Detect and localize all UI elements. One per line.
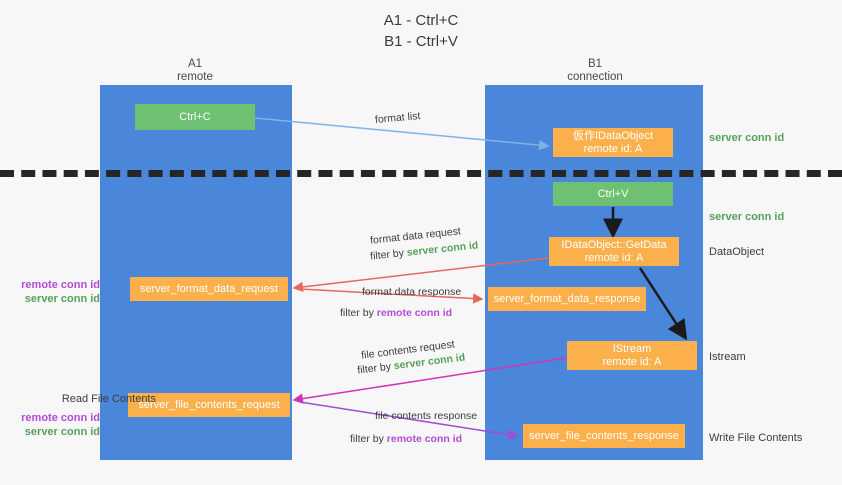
filter-prefix: filter by bbox=[369, 246, 408, 263]
horizontal-dashed-divider bbox=[0, 170, 842, 177]
column-header-a1: A1 remote bbox=[177, 58, 213, 83]
flow-label-file-contents-response: file contents response bbox=[375, 410, 478, 422]
box-ctrl-c[interactable]: Ctrl+C bbox=[135, 104, 255, 130]
label-istream: Istream bbox=[709, 351, 746, 363]
flow-label-format-data-response: format data response bbox=[362, 286, 462, 298]
box-server-file-contents-response[interactable]: server_file_contents_response bbox=[523, 424, 685, 448]
flow-label-file-contents-response-filter: filter by remote conn id bbox=[350, 432, 462, 447]
label-remote-conn-id-lower: remote conn id bbox=[21, 412, 100, 424]
column-header-b1: B1 connection bbox=[567, 58, 623, 83]
box-istream[interactable]: IStream remote id: A bbox=[567, 341, 697, 370]
filter-value-remote-conn-id: remote conn id bbox=[376, 307, 453, 319]
box-idataobject[interactable]: 仮作IDataObject remote id: A bbox=[553, 128, 673, 157]
label-server-conn-id-top: server conn id bbox=[709, 132, 785, 144]
label-read-file-contents: Read File Contents bbox=[61, 393, 156, 405]
box-ctrl-v[interactable]: Ctrl+V bbox=[553, 182, 673, 206]
box-server-format-data-request[interactable]: server_format_data_request bbox=[130, 277, 288, 301]
label-conn-ids-lower: remote conn id server conn id bbox=[8, 411, 100, 439]
label-server-conn-id-lower: server conn id bbox=[24, 426, 100, 438]
label-remote-conn-id-upper: remote conn id bbox=[21, 279, 100, 291]
box-server-file-contents-request[interactable]: server_file_contents_request bbox=[128, 393, 290, 417]
filter-value-remote-conn-id: remote conn id bbox=[386, 433, 463, 445]
flow-label-format-list: format list bbox=[374, 110, 421, 126]
label-server-conn-id-upper: server conn id bbox=[24, 293, 100, 305]
box-idataobject-getdata[interactable]: IDataObject::GetData remote id: A bbox=[549, 237, 679, 266]
box-server-format-data-response[interactable]: server_format_data_response bbox=[488, 287, 646, 311]
label-dataobject: DataObject bbox=[709, 246, 765, 258]
filter-prefix: filter by bbox=[356, 360, 395, 377]
label-server-conn-id-mid: server conn id bbox=[709, 211, 785, 223]
page-title: A1 - Ctrl+C B1 - Ctrl+V bbox=[383, 12, 459, 50]
label-conn-ids-upper: remote conn id server conn id bbox=[8, 278, 100, 306]
label-write-file-contents: Write File Contents bbox=[709, 432, 803, 444]
flow-label-format-data-response-filter: filter by remote conn id bbox=[340, 306, 452, 321]
filter-prefix: filter by bbox=[340, 307, 377, 319]
filter-prefix: filter by bbox=[350, 433, 387, 445]
